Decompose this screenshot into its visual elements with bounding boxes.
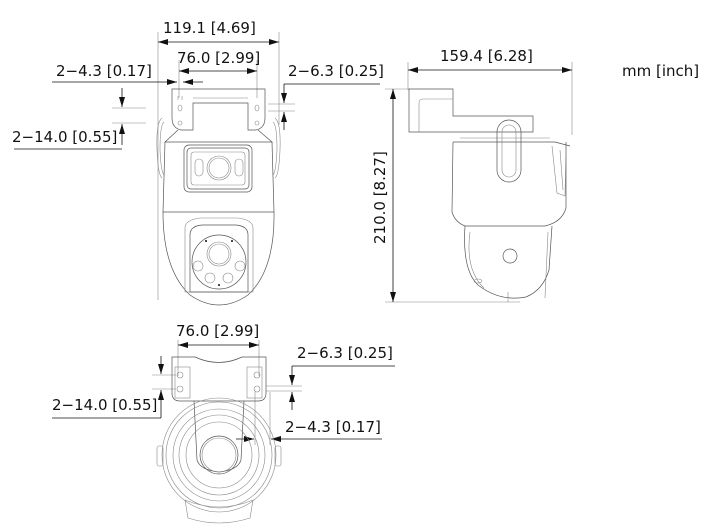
top-hole-diameter-label: 2−4.3 [0.17] [285, 418, 381, 436]
front-hole-diameter-label: 2−4.3 [0.17] [56, 62, 152, 80]
side-depth-label: 159.4 [6.28] [440, 47, 533, 65]
top-slot-spacing-label: 2−14.0 [0.55] [52, 396, 157, 414]
side-bracket [408, 88, 534, 133]
top-slot-width-label: 2−6.3 [0.25] [297, 344, 393, 362]
front-hole-spacing-label: 76.0 [2.99] [177, 49, 260, 67]
front-slot-width-label: 2−6.3 [0.25] [288, 62, 384, 80]
top-bracket [171, 356, 267, 402]
top-hole-spacing-label: 76.0 [2.99] [176, 322, 259, 340]
side-view: 159.4 [6.28] 210.0 [8.27] [371, 47, 573, 303]
front-view: 119.1 [4.69] 76.0 [2.99] 2−4.3 [0.17] 2−… [12, 19, 384, 306]
mounting-bracket [171, 88, 266, 131]
units-label: mm [inch] [622, 62, 699, 80]
top-view: 76.0 [2.99] 2−14.0 [0.55] 2−6.3 [0.25] 2… [52, 322, 395, 524]
front-width-label: 119.1 [4.69] [163, 19, 256, 37]
side-height-label: 210.0 [8.27] [371, 151, 389, 244]
front-slot-spacing-label: 2−14.0 [0.55] [12, 128, 117, 146]
